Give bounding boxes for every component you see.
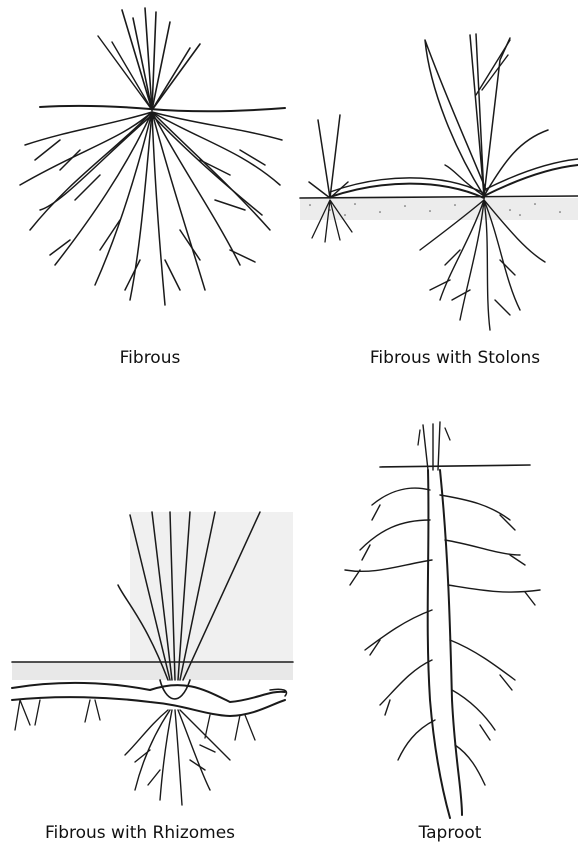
caption-taproot: Taproot bbox=[400, 823, 500, 843]
fibrous-with-rhizomes-illustration bbox=[12, 512, 293, 680]
taproot-illustration bbox=[345, 422, 540, 818]
fibrous-illustration bbox=[20, 8, 285, 305]
caption-fibrous-with-stolons: Fibrous with Stolons bbox=[345, 348, 565, 368]
caption-fibrous-with-rhizomes: Fibrous with Rhizomes bbox=[30, 823, 250, 843]
fibrous-with-stolons-illustration-lines bbox=[300, 34, 578, 330]
caption-fibrous: Fibrous bbox=[100, 348, 200, 368]
